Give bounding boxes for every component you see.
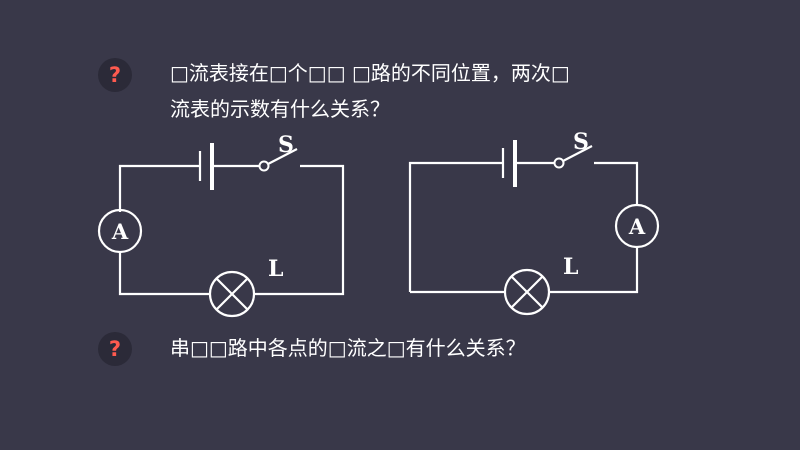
wire-bottom-left [118,252,210,296]
lamp-left [208,270,256,318]
lamp-label: L [268,256,283,282]
switch-blade [267,148,298,165]
switch-label: S [278,132,294,158]
ammeter-label: A [628,214,646,239]
wire-top-right [594,161,639,205]
lamp-right [503,268,551,316]
switch-pivot [258,160,270,172]
switch-pivot [553,157,565,169]
ammeter-left [97,208,143,254]
wire-top-left [118,164,200,212]
question-1-line-2: 流表的示数有什么关系？ [170,97,390,121]
wire-bottom-right [549,247,639,294]
question-1-text: □流表接在□个□□ □路的不同位置，两次□ 流表的示数有什么关系？ [170,55,570,127]
circuit-left: S L A [97,132,345,318]
wire-left-side [408,161,503,292]
ammeter-label: A [111,219,129,244]
circuit-right: S A L [408,129,660,316]
question-mark-icon: ? [98,332,132,366]
wire-right [255,164,345,296]
question-2-text: 串□□路中各点的□流之□有什么关系？ [170,336,526,360]
lamp-label: L [563,254,578,280]
question-mark-glyph: ? [108,63,122,87]
question-mark-glyph: ? [108,337,122,361]
switch-blade [562,145,593,162]
question-1-line-1: □流表接在□个□□ □路的不同位置，两次□ [170,61,570,85]
question-mark-icon: ? [98,58,132,92]
switch-label: S [573,129,589,155]
